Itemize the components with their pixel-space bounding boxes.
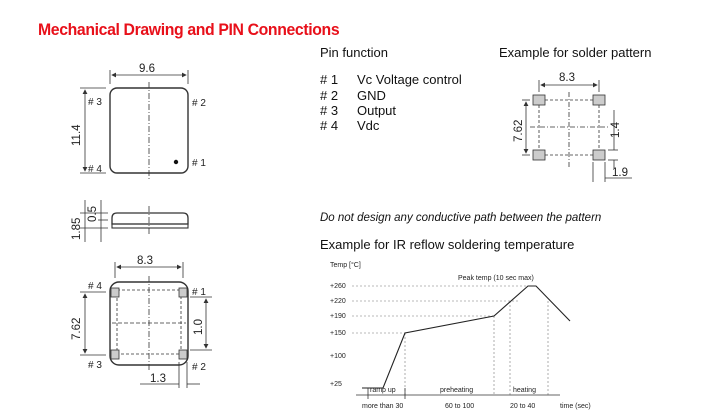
bottom-pin-tl: # 4 [88, 281, 102, 292]
reflow-y-tick: +25 [330, 381, 342, 388]
reflow-y-tick: +150 [330, 330, 346, 337]
top-pin-bl: # 4 [88, 164, 102, 175]
pin-2-num: # 2 [320, 88, 339, 103]
solder-pattern-heading: Example for solder pattern [499, 45, 652, 60]
bottom-pad-tr [178, 287, 188, 298]
pin-3-num: # 3 [320, 103, 339, 118]
reflow-profile-line [362, 285, 571, 389]
page-title: Mechanical Drawing and PIN Connections [38, 20, 340, 39]
pin-function-heading: Pin function [320, 45, 388, 60]
bottom-pin-bl: # 3 [88, 360, 102, 371]
side-thickness-label: 0.5 [87, 206, 99, 222]
top-width-label: 9.6 [139, 63, 155, 75]
bottom-pin-tr: # 1 [192, 287, 206, 298]
reflow-y-label: Temp [°C] [330, 261, 361, 269]
reflow-x-label: time (sec) [560, 403, 591, 410]
side-view-base [111, 223, 189, 229]
duration-preheating: 60 to 100 [445, 403, 474, 410]
reflow-heading: Example for IR reflow soldering temperat… [320, 237, 575, 252]
bottom-pad-width-label: 1.3 [150, 373, 166, 385]
pin-1-num: # 1 [320, 72, 339, 87]
top-pin-br: # 1 [192, 158, 206, 169]
pin-2-label: GND [357, 88, 386, 103]
peak-temp-label: Peak temp (10 sec max) [458, 275, 534, 282]
phase-heating: heating [513, 387, 536, 394]
duration-heating: 20 to 40 [510, 403, 535, 410]
bottom-pad-bl [110, 349, 120, 360]
side-view-body [111, 212, 189, 225]
solder-height-label: 7.62 [513, 120, 525, 142]
reflow-y-tick: +100 [330, 353, 346, 360]
pin-4-num: # 4 [320, 118, 339, 133]
phase-ramp-up: ramp up [370, 387, 396, 394]
solder-width-label: 8.3 [559, 72, 575, 84]
phase-preheating: preheating [440, 387, 473, 394]
bottom-pad-spacing-label: 1.0 [193, 319, 205, 335]
reflow-y-tick: +220 [330, 298, 346, 305]
design-note: Do not design any conductive path betwee… [320, 212, 602, 224]
bottom-height-label: 7.62 [71, 318, 83, 340]
top-height-label: 11.4 [71, 124, 83, 146]
side-height-label: 1.85 [71, 218, 83, 240]
pin-1-marker [173, 159, 179, 165]
pin-1-label: Vc Voltage control [357, 72, 462, 87]
reflow-y-tick: +190 [330, 313, 346, 320]
bottom-width-label: 8.3 [137, 255, 153, 267]
bottom-pin-br: # 2 [192, 362, 206, 373]
pin-3-label: Output [357, 103, 397, 118]
top-pin-tl: # 3 [88, 97, 102, 108]
pin-4-label: Vdc [357, 118, 380, 133]
top-pin-tr: # 2 [192, 98, 206, 109]
bottom-pad-br [178, 349, 188, 360]
solder-pad-w-label: 1.9 [612, 167, 628, 179]
bottom-pad-tl [110, 287, 120, 298]
reflow-y-tick: +260 [330, 283, 346, 290]
solder-pad-h-label: 1.4 [610, 121, 622, 138]
duration-ramp-up: more than 30 [362, 403, 403, 410]
